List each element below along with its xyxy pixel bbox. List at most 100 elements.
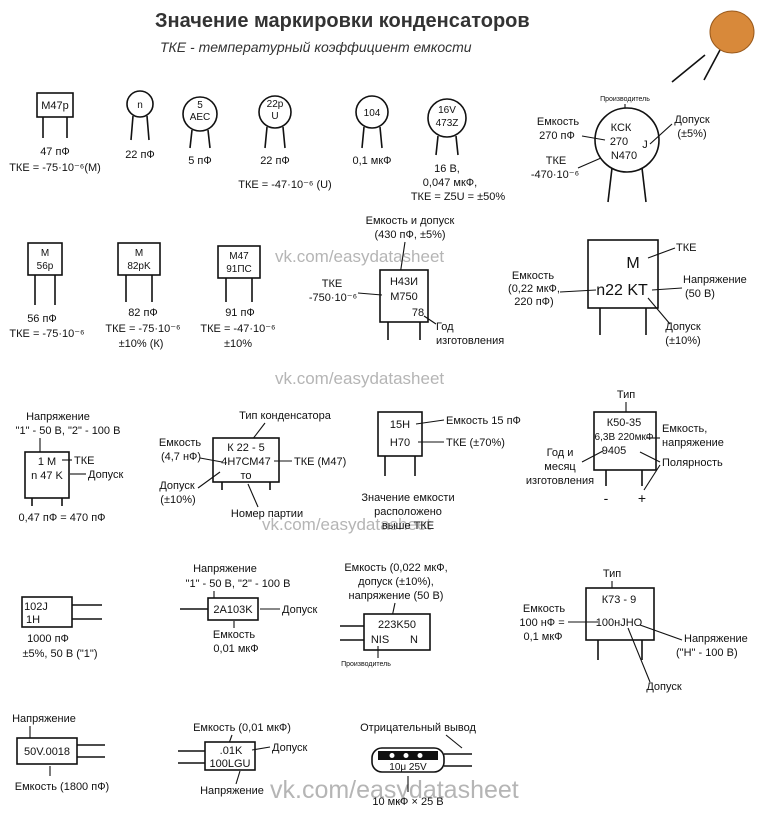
producer-label: Производитель — [341, 661, 391, 668]
capacitance-value: 270 пФ — [539, 130, 575, 142]
capacitance-title-2: напряжение — [662, 437, 724, 449]
capacitor-n43i: Емкость и допуск (430 пФ, ±5%) Н43И М750… — [309, 215, 504, 347]
tke-label: ТКЕ = -75·10⁻⁶(М) — [9, 162, 101, 174]
capacitor-m56p: M 56p 56 пФ ТКЕ = -75·10⁻⁶ — [9, 242, 85, 340]
type-title: Тип конденсатора — [239, 410, 332, 422]
page-subtitle: ТКЕ - температурный коэффициент емкости — [160, 39, 472, 55]
marking-text-3: N470 — [611, 150, 637, 162]
value-label: 22 пФ — [125, 149, 155, 161]
marking-text-1: M47 — [229, 251, 249, 262]
polarity-title: Полярность — [662, 457, 723, 469]
tke-title: ТКЕ (±70%) — [446, 437, 505, 449]
top-label-2: допуск (±10%), — [358, 576, 434, 588]
marking-text: n — [137, 100, 143, 111]
capacitor-50v-0018: Напряжение 50V.0018 Емкость (1800 пФ) — [12, 713, 109, 793]
top-label-1: Емкость и допуск — [366, 215, 455, 227]
year-title-2: изготовления — [436, 335, 504, 347]
voltage-title: Напряжение — [683, 274, 747, 286]
marking-text: 50V.0018 — [24, 746, 70, 758]
marking-text-1: .01K — [220, 745, 243, 757]
capacitance-label: Емкость (1800 пФ) — [15, 781, 109, 793]
year-title-1: Год — [436, 321, 454, 333]
tolerance-title: Допуск — [88, 469, 124, 481]
value-label: 22 пФ — [260, 155, 290, 167]
marking-text-2: U — [271, 111, 278, 122]
batch-title: Номер партии — [231, 508, 303, 520]
tke-title: ТКЕ — [676, 242, 696, 254]
capacitor-1m-n47k: Напряжение "1" - 50 В, "2" - 100 В 1 M n… — [16, 411, 124, 524]
voltage-title: Напряжение — [193, 563, 257, 575]
tolerance-title: Допуск — [159, 480, 195, 492]
tolerance-value: (±10%) — [160, 494, 195, 506]
ceramic-disc-picture — [671, 10, 755, 83]
tke-value: -750·10⁻⁶ — [309, 292, 357, 304]
capacitor-ksk: Производитель КСК 270 N470 J Емкость 270… — [531, 96, 710, 203]
marking-text-2: 1H — [26, 614, 40, 626]
capacitance-title: Емкость — [537, 116, 579, 128]
tolerance-label: ±10% (К) — [119, 338, 164, 350]
value-label: 91 пФ — [225, 307, 255, 319]
year-title-2: месяц — [544, 461, 576, 473]
marking-text-2: H70 — [390, 437, 410, 449]
marking-text: 2A103K — [213, 604, 253, 616]
marking-text-2: 473Z — [436, 118, 459, 129]
capacitor-k22-5: Тип конденсатора К 22 - 5 4Н7СМ47 то Емк… — [159, 410, 346, 520]
marking-text-1: 15H — [390, 419, 410, 431]
capacitor-01k-100lgu: Емкость (0,01 мкФ) .01K 100LGU Допуск На… — [178, 722, 308, 797]
value-label: 0,1 мкФ — [352, 155, 391, 167]
tke-value: -470·10⁻⁶ — [531, 169, 579, 181]
marking-text-1: M — [135, 248, 143, 259]
marking-text-1: К73 - 9 — [602, 594, 637, 606]
voltage-title: Напряжение — [12, 713, 76, 725]
capacitor-disc-n: n 22 пФ — [125, 90, 155, 161]
marking-text-3: 9405 — [602, 445, 626, 457]
capacitor-k50-35: Тип К50-35 6,3В 220мкФ 9405 Емкость, нап… — [526, 389, 724, 506]
voltage-label: 16 В, — [434, 163, 460, 175]
capacitor-k73-9: Тип К73 - 9 100нJНО Емкость 100 нФ = 0,1… — [519, 568, 747, 693]
top-label-3: напряжение (50 В) — [349, 590, 444, 602]
marking-text-1: 22p — [267, 99, 284, 110]
tke-title: ТКЕ — [546, 155, 566, 167]
marking-text-2: 100нJНО — [596, 617, 643, 629]
marking-text-3: то — [240, 470, 251, 482]
capacitor-m82pk: M 82pK 82 пФ ТКЕ = -75·10⁻⁶ ±10% (К) — [105, 242, 181, 350]
producer-label: Производитель — [600, 96, 650, 103]
voltage-value: ("Н" - 100 В) — [676, 647, 738, 659]
watermark-1: vk.com/easydatasheet — [275, 247, 444, 266]
value-label: 0,47 пФ = 470 пФ — [18, 512, 105, 524]
type-title: Тип — [617, 389, 635, 401]
tolerance-title: Допуск — [665, 321, 701, 333]
voltage-title: Напряжение — [26, 411, 90, 423]
capacitance-title: Емкость — [159, 437, 201, 449]
capacitor-disc-16v: 16V 473Z 16 В, 0,047 мкФ, ТКЕ = Z5U = ±5… — [411, 98, 505, 203]
capacitance-value: 0,01 мкФ — [213, 643, 258, 655]
capacitor-m47-91pc: M47 91ПС 91 пФ ТКЕ = -47·10⁻⁶ ±10% — [200, 245, 276, 350]
capacitor-2a103k: Напряжение "1" - 50 В, "2" - 100 В 2A103… — [180, 563, 318, 655]
marking-text-1: 10μ 25V — [389, 762, 427, 773]
marking-text-j: J — [642, 139, 648, 151]
tke-title: ТКЕ — [322, 278, 342, 290]
value-label: 56 пФ — [27, 313, 57, 325]
tolerance-title: Допуск — [646, 681, 682, 693]
year-title-3: изготовления — [526, 475, 594, 487]
capacitance-value-2: 220 пФ) — [514, 296, 553, 308]
note-line-3: выше ТКЕ — [382, 520, 434, 532]
voltage-title: Напряжение — [200, 785, 264, 797]
tolerance-label: ±5%, 50 В ("1") — [23, 648, 98, 660]
marking-text-2: 4Н7СМ47 — [221, 456, 270, 468]
capacitance-title: Емкость — [213, 629, 255, 641]
watermark-2: vk.com/easydatasheet — [275, 369, 444, 388]
marking-text-2: М750 — [390, 291, 418, 303]
marking-text-1: КСК — [611, 122, 632, 134]
tolerance-title: Допуск — [272, 742, 308, 754]
capacitance-label: 10 мкФ × 25 В — [372, 796, 443, 808]
voltage-title: Напряжение — [684, 633, 748, 645]
value-label: 47 пФ — [40, 146, 70, 158]
capacitance-value: (4,7 нФ) — [161, 451, 201, 463]
note-line-2: расположено — [374, 506, 442, 518]
capacitance-value-1: (0,22 мкФ, — [508, 283, 560, 295]
capacitor-disc-104: 104 0,1 мкФ — [352, 95, 392, 167]
marking-text-1: 102J — [24, 601, 48, 613]
marking-text-2: 100LGU — [210, 758, 251, 770]
minus-sign: - — [604, 490, 609, 506]
